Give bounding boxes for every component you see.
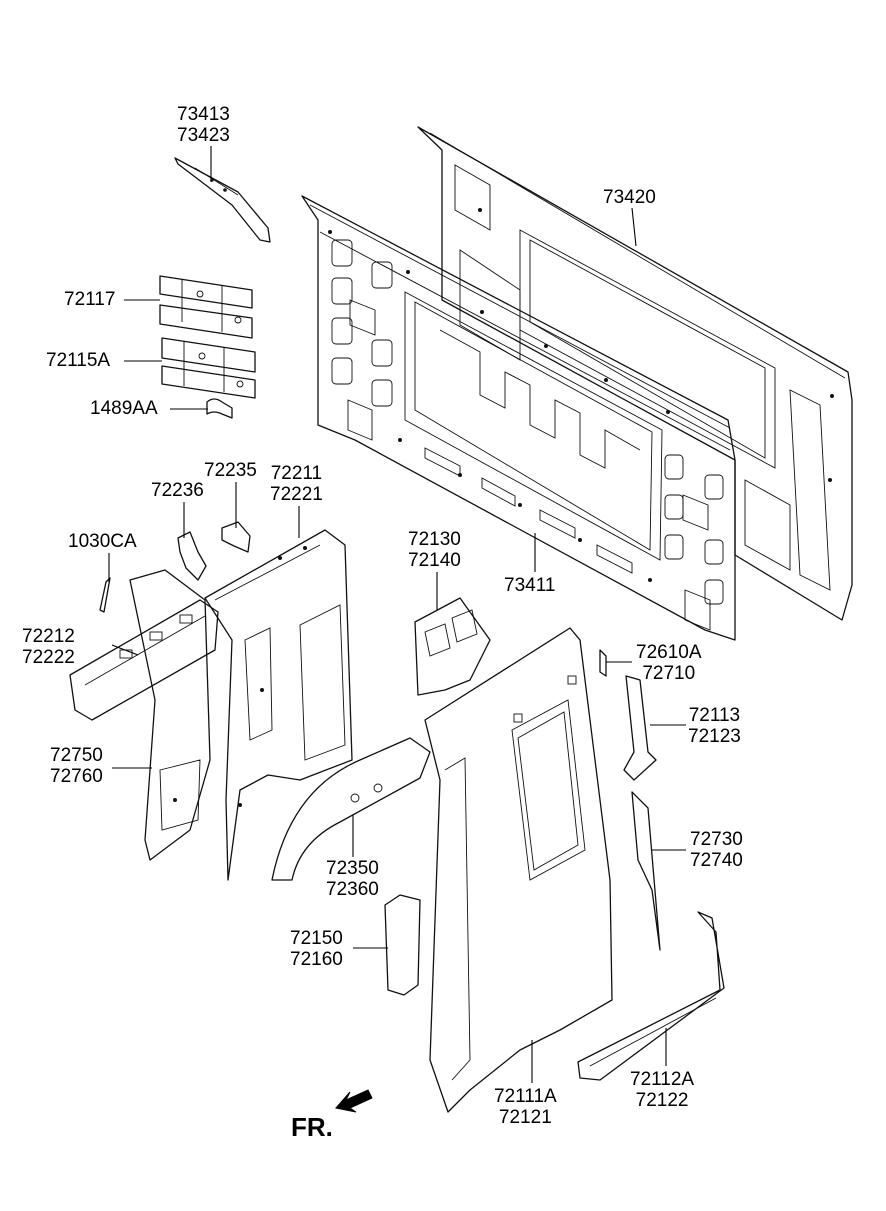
callout-72115a: 72115A <box>46 350 110 371</box>
part-number: 73423 <box>177 125 230 146</box>
callout-73413: 73413 73423 <box>177 104 230 146</box>
bracket-72117 <box>159 275 253 339</box>
part-number: 1030CA <box>68 531 137 552</box>
part-number: 72221 <box>270 484 323 505</box>
callout-73411: 73411 <box>504 575 555 596</box>
part-number: 72350 <box>326 858 379 879</box>
part-number: 72710 <box>642 663 696 684</box>
callout-72350: 72350 72360 <box>326 858 379 900</box>
part-number: 72760 <box>50 766 103 787</box>
clip-1489aa <box>206 398 233 419</box>
part-number: 72236 <box>151 480 204 501</box>
part-number: 72121 <box>498 1107 552 1128</box>
callout-72212: 72212 72222 <box>22 626 75 668</box>
part-number: 72113 <box>688 705 741 726</box>
part-number: 72235 <box>204 460 257 481</box>
callout-73420: 73420 <box>603 187 656 208</box>
bracket-72235 <box>221 521 251 553</box>
part-number: 72211 <box>270 463 323 484</box>
part-number: 72730 <box>690 829 743 850</box>
callout-72750: 72750 72760 <box>50 745 103 787</box>
wheelhouse-72350 <box>271 737 431 881</box>
part-number: 73411 <box>504 575 556 596</box>
callout-72730: 72730 72740 <box>690 829 743 871</box>
part-number: 72140 <box>408 550 461 571</box>
part-number: 73413 <box>177 104 230 125</box>
part-number: 72115A <box>46 350 111 371</box>
pillar-72750 <box>129 569 211 861</box>
part-number: 72360 <box>326 879 379 900</box>
callout-72211: 72211 72221 <box>270 463 323 505</box>
sill-72112a <box>577 911 725 1081</box>
callout-72113: 72113 72123 <box>688 705 741 747</box>
strip-72730 <box>631 791 661 951</box>
outer-side-panel-72111a <box>424 627 613 1113</box>
part-number: 72610A <box>636 642 702 663</box>
bracket-72113 <box>623 675 657 781</box>
part-number: 72222 <box>22 647 75 668</box>
callout-72130: 72130 72140 <box>408 529 461 571</box>
part-number: 1489AA <box>90 398 158 419</box>
part-number: 72117 <box>64 289 116 310</box>
clip-72610a <box>599 649 607 677</box>
callout-72235: 72235 <box>204 460 257 481</box>
callout-1489aa: 1489AA <box>90 398 158 419</box>
callout-72236: 72236 <box>151 480 204 501</box>
part-number: 72750 <box>50 745 103 766</box>
leader-lines <box>108 146 686 1083</box>
part-number: 72150 <box>290 928 343 949</box>
part-number: 72122 <box>635 1090 689 1111</box>
callout-72111a: 72111A 72121 <box>494 1086 557 1128</box>
bracket-72150 <box>384 894 421 996</box>
callout-72117: 72117 <box>64 289 115 310</box>
part-number: 72123 <box>688 726 741 747</box>
part-number: 72740 <box>690 850 743 871</box>
arrow-front-left-icon <box>335 1089 373 1113</box>
crossmember-72212 <box>69 599 219 721</box>
part-number: 72111A <box>494 1086 557 1107</box>
part-number: 72112A <box>630 1069 695 1090</box>
strip-73413 <box>174 157 271 243</box>
clip-1030ca <box>99 577 111 613</box>
inner-side-panel-72211 <box>204 529 353 881</box>
callout-72150: 72150 72160 <box>290 928 343 970</box>
rear-inner-panel-73411 <box>301 195 736 641</box>
part-number: 72212 <box>22 626 75 647</box>
part-number: 72130 <box>408 529 461 550</box>
bracket-72236 <box>177 531 207 581</box>
bracket-72115a <box>161 337 256 399</box>
front-direction-label: FR. <box>291 1112 333 1142</box>
part-number: 73420 <box>603 187 656 208</box>
part-number: 72160 <box>290 949 343 970</box>
bracket-72130 <box>414 597 491 696</box>
callout-1030ca: 1030CA <box>68 531 137 552</box>
callout-72610a: 72610A 72710 <box>636 642 702 684</box>
callout-72112a: 72112A 72122 <box>630 1069 694 1111</box>
